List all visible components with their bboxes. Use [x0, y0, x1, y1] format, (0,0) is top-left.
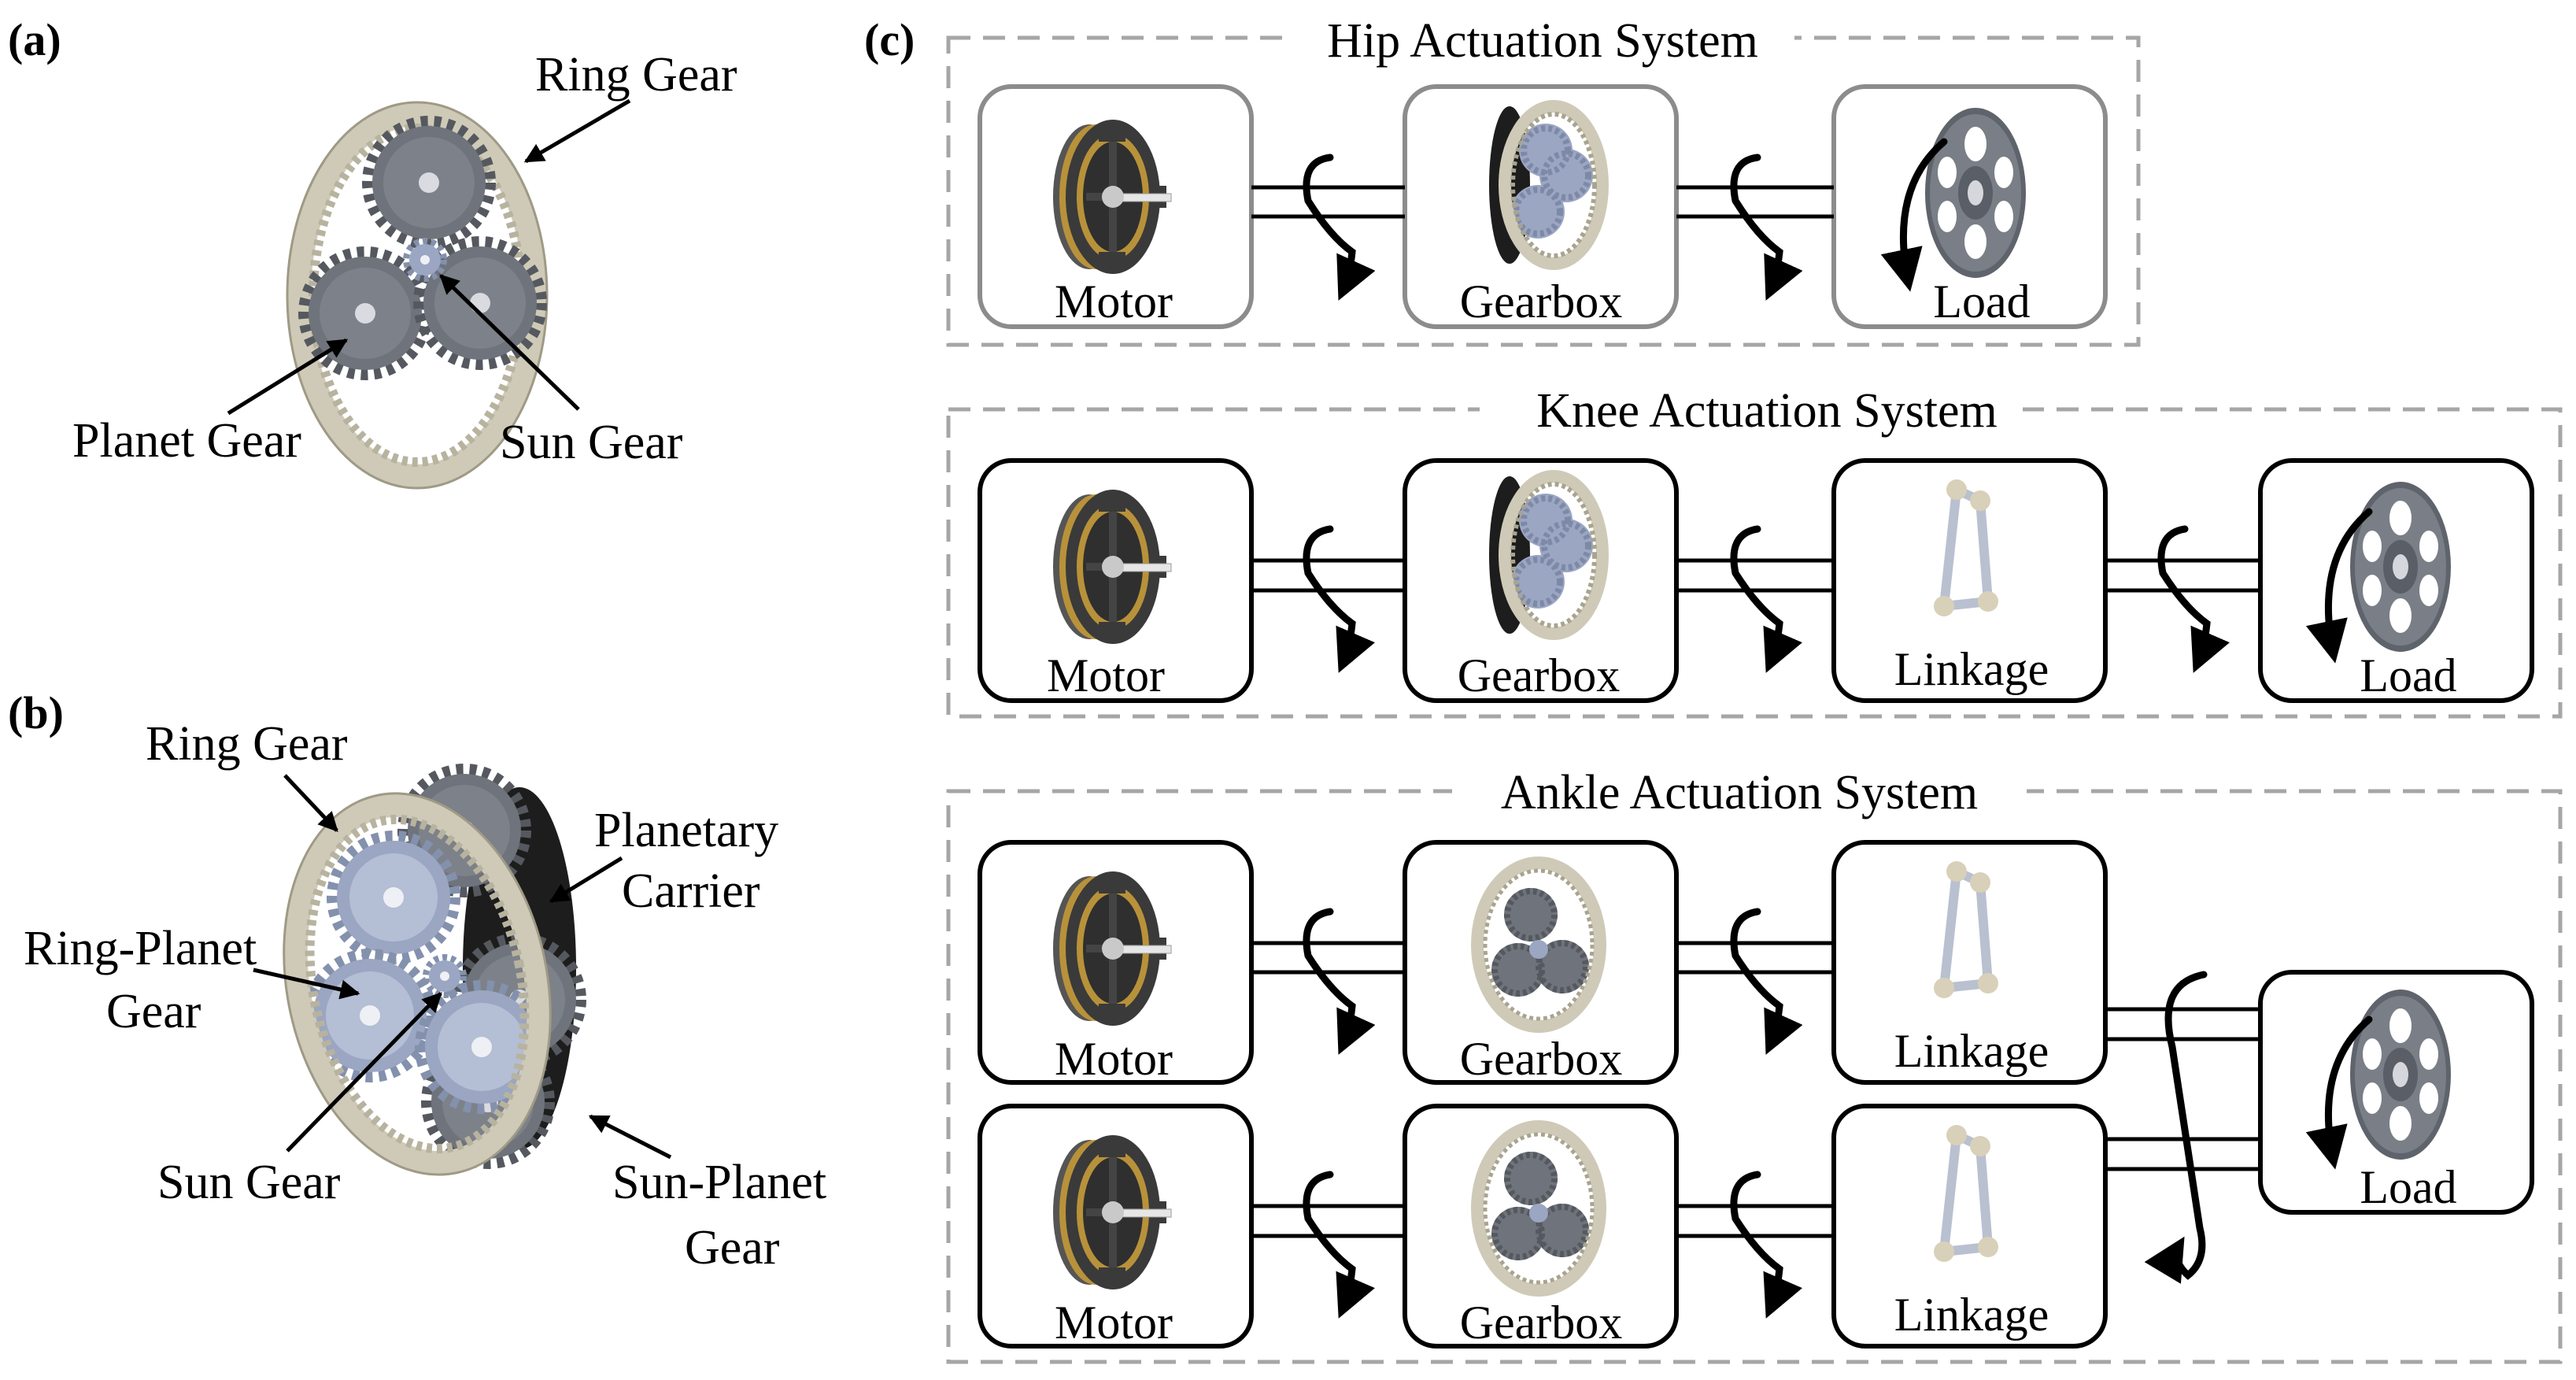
- callout-ring-planet-2: Gear: [106, 985, 201, 1038]
- callout-ring-gear-a: Ring Gear: [535, 48, 737, 102]
- ankle-gearbox-top-label: Gearbox: [1460, 1033, 1623, 1085]
- leader-sun-gear-a: [439, 274, 580, 411]
- panel-a-label: (a): [8, 14, 61, 65]
- panel-c-label: (c): [864, 14, 915, 65]
- ankle-title: Ankle Actuation System: [1501, 766, 1978, 819]
- hip-title: Hip Actuation System: [1327, 14, 1758, 68]
- knee-shaft-3: [2105, 525, 2260, 673]
- knee-motor-label: Motor: [1047, 649, 1165, 701]
- ankle-linkage-load-shafts: [2105, 971, 2260, 1284]
- ankle-linkage-bottom-box: [1831, 1104, 2108, 1349]
- ankle-motor-top-label: Motor: [1055, 1033, 1173, 1085]
- callout-sun-planet-2: Gear: [685, 1221, 780, 1275]
- knee-gearbox-label: Gearbox: [1458, 649, 1621, 701]
- ankle-shaft-top-1: [1251, 908, 1405, 1055]
- ankle-gearbox-bottom-label: Gearbox: [1460, 1297, 1623, 1349]
- rotation-arrow-icon: [1303, 1171, 1375, 1319]
- ankle-motor-bottom-label: Motor: [1055, 1297, 1173, 1349]
- ankle-actuation-system: Ankle Actuation System Motor Gearbox Lin…: [946, 766, 2563, 1364]
- ankle-load-label: Load: [2360, 1161, 2456, 1213]
- leader-planet-gear: [227, 338, 349, 416]
- rotation-arrow-icon: [1303, 525, 1375, 673]
- panel-b-label: (b): [8, 687, 64, 738]
- ankle-linkage-bottom-label: Linkage: [1894, 1289, 2049, 1341]
- load-wheel-icon: [2350, 482, 2451, 652]
- load-wheel-icon: [2350, 990, 2451, 1160]
- hip-gearbox-label: Gearbox: [1460, 276, 1623, 327]
- leader-ring-gear-a: [523, 98, 631, 164]
- rotation-arrow-icon: [1303, 908, 1376, 1055]
- rotation-arrow-icon: [2157, 525, 2230, 673]
- leader-ring-planet: [253, 967, 360, 1000]
- load-rotation-arrow: [1880, 138, 1948, 292]
- rotation-arrow-icon: [1730, 525, 1802, 673]
- knee-linkage-box: [1831, 458, 2108, 703]
- hip-load-label: Load: [1933, 276, 2030, 327]
- callout-planet-gear: Planet Gear: [72, 414, 301, 468]
- hip-shaft-1: [1251, 154, 1405, 301]
- callout-planetary-carrier-2: Carrier: [622, 864, 760, 918]
- knee-linkage-label: Linkage: [1894, 643, 2049, 695]
- hip-motor-label: Motor: [1055, 276, 1173, 327]
- panel-c: (c) Hip Actuation System Motor Gearbox L…: [864, 14, 2563, 1364]
- leader-ring-gear-b: [283, 774, 338, 832]
- callout-ring-planet-1: Ring-Planet: [24, 922, 257, 975]
- ankle-shaft-top-2: [1676, 908, 1834, 1055]
- panel-a: (a) Ring Gear Planet Gear Sun Gear: [8, 14, 737, 488]
- knee-load-label: Load: [2360, 649, 2456, 701]
- planet-gear-top: [368, 121, 490, 244]
- callout-sun-gear-b: Sun Gear: [157, 1156, 341, 1209]
- hip-actuation-system: Hip Actuation System Motor Gearbox Load: [946, 14, 2141, 347]
- knee-title: Knee Actuation System: [1536, 384, 1997, 438]
- rotation-arrow-icon: [2144, 971, 2208, 1284]
- ankle-linkage-top-label: Linkage: [1894, 1025, 2049, 1077]
- callout-planetary-carrier-1: Planetary: [594, 804, 778, 857]
- load-rotation-arrow: [2305, 1016, 2373, 1170]
- knee-actuation-system: Knee Actuation System Motor Gearbox Link…: [946, 384, 2563, 719]
- callout-sun-planet-1: Sun-Planet: [612, 1156, 826, 1209]
- rotation-arrow-icon: [1730, 1171, 1802, 1319]
- callout-ring-gear-b: Ring Gear: [146, 717, 348, 771]
- rotation-arrow-icon: [1303, 154, 1376, 301]
- load-rotation-arrow: [2305, 508, 2373, 664]
- ankle-shaft-bottom-2: [1676, 1171, 1834, 1319]
- rotation-arrow-icon: [1730, 154, 1803, 301]
- knee-shaft-1: [1251, 525, 1405, 673]
- ankle-shaft-bottom-1: [1251, 1171, 1405, 1319]
- panel-b: (b) Ring Gear Planetary Carrier Ring-Pla…: [8, 687, 826, 1275]
- leader-planetary-carrier: [549, 856, 623, 904]
- load-wheel-icon: [1925, 108, 2026, 278]
- callout-sun-gear-a: Sun Gear: [500, 416, 683, 469]
- leader-sun-planet: [588, 1114, 672, 1160]
- hip-shaft-2: [1676, 154, 1834, 301]
- compound-planetary-illustration: [250, 768, 585, 1200]
- leader-sun-gear-b: [286, 992, 442, 1152]
- ankle-linkage-top-box: [1831, 840, 2108, 1085]
- rotation-arrow-icon: [1730, 908, 1803, 1055]
- ring-planet-gear-top: [332, 836, 455, 959]
- knee-shaft-2: [1676, 525, 1834, 673]
